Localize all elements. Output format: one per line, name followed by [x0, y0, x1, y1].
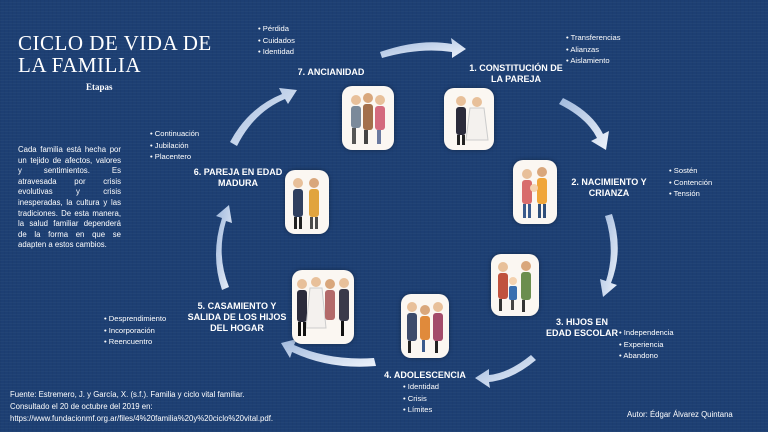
arrow-1-to-2: [559, 98, 609, 150]
list-item: Reencuentro: [104, 336, 166, 348]
stage-1-image: [444, 88, 494, 150]
stage-3-title: 3. HIJOS EN EDAD ESCOLAR: [545, 317, 618, 338]
stage-7-bullets: Pérdida Cuidados Identidad: [258, 23, 295, 58]
arrow-5-to-6: [216, 205, 232, 290]
stage-2-title: 2. NACIMIENTO Y CRIANZA: [571, 177, 647, 198]
arrow-7-to-1: [380, 38, 466, 58]
list-item: Placentero: [150, 151, 199, 163]
stage-5-bullets: Desprendimiento Incorporación Reencuentr…: [104, 313, 166, 348]
stage-7-image: [342, 86, 394, 150]
stage-4-title: 4. ADOLESCENCIA: [384, 370, 466, 380]
arrow-3-to-4: [475, 355, 536, 388]
list-item: Incorporación: [104, 325, 166, 337]
stage-2-bullets: Sostén Contención Tensión: [669, 165, 713, 200]
list-item: Jubilación: [150, 140, 199, 152]
list-item: Cuidados: [258, 35, 295, 47]
stage-5-title: 5. CASAMIENTO Y SALIDA DE LOS HIJOS DEL …: [187, 301, 287, 333]
list-item: Identidad: [403, 381, 439, 393]
list-item: Identidad: [258, 46, 295, 58]
source-line-2: Consultado el 20 de octubre del 2019 en:: [10, 402, 153, 411]
list-item: Límites: [403, 404, 439, 416]
stage-1-bullets: Transferencias Alianzas Aislamiento: [566, 32, 621, 67]
stage-3-image: [491, 254, 539, 316]
list-item: Independencia: [619, 327, 674, 339]
stage-4-image: [401, 294, 449, 358]
arrow-2-to-3: [600, 214, 618, 297]
page-title: CICLO DE VIDA DE LA FAMILIA: [18, 31, 212, 77]
list-item: Contención: [669, 177, 712, 189]
stage-6-title: 6. PAREJA EN EDAD MADURA: [193, 167, 283, 188]
list-item: Crisis: [403, 393, 439, 405]
list-item: Transferencias: [566, 32, 621, 44]
arrow-6-to-7: [230, 88, 297, 146]
intro-paragraph: Cada familia está hecha por un tejido de…: [18, 145, 121, 250]
arrow-4-to-5: [281, 339, 376, 367]
list-item: Experiencia: [619, 339, 674, 351]
couple-illustration: [456, 96, 489, 145]
stage-6-bullets: Continuación Jubilación Placentero: [150, 128, 199, 163]
stage-1-title: 1. CONSTITUCIÓN DE LA PAREJA: [469, 63, 563, 84]
list-item: Tensión: [669, 188, 712, 200]
stage-2-image: [513, 160, 557, 224]
source-url[interactable]: https://www.fundacionmf.org.ar/files/4%2…: [10, 414, 274, 423]
stage-6-image: [285, 170, 329, 234]
wedding-family-illustration: [297, 277, 349, 336]
family-school-children-illustration: [498, 261, 531, 312]
stage-4-bullets: Identidad Crisis Límites: [403, 381, 439, 416]
source-line-1: Fuente: Estremero, J. y García, X. (s.f.…: [10, 390, 245, 399]
parents-with-baby-illustration: [522, 167, 547, 218]
list-item: Abandono: [619, 350, 674, 362]
list-item: Desprendimiento: [104, 313, 166, 325]
source-citation: Fuente: Estremero, J. y García, X. (s.f.…: [10, 389, 273, 425]
elderly-family-illustration: [351, 93, 385, 144]
author-credit: Autor: Édgar Álvarez Quintana: [627, 410, 733, 419]
family-teenagers-illustration: [407, 302, 443, 353]
list-item: Pérdida: [258, 23, 295, 35]
stage-7-title: 7. ANCIANIDAD: [297, 67, 365, 77]
stage-3-bullets: Independencia Experiencia Abandono: [619, 327, 674, 362]
list-item: Sostén: [669, 165, 712, 177]
mature-couple-illustration: [293, 178, 319, 229]
stage-5-image: [292, 270, 354, 344]
page-subtitle: Etapas: [86, 82, 113, 92]
list-item: Continuación: [150, 128, 199, 140]
list-item: Aislamiento: [566, 55, 621, 67]
list-item: Alianzas: [566, 44, 621, 56]
